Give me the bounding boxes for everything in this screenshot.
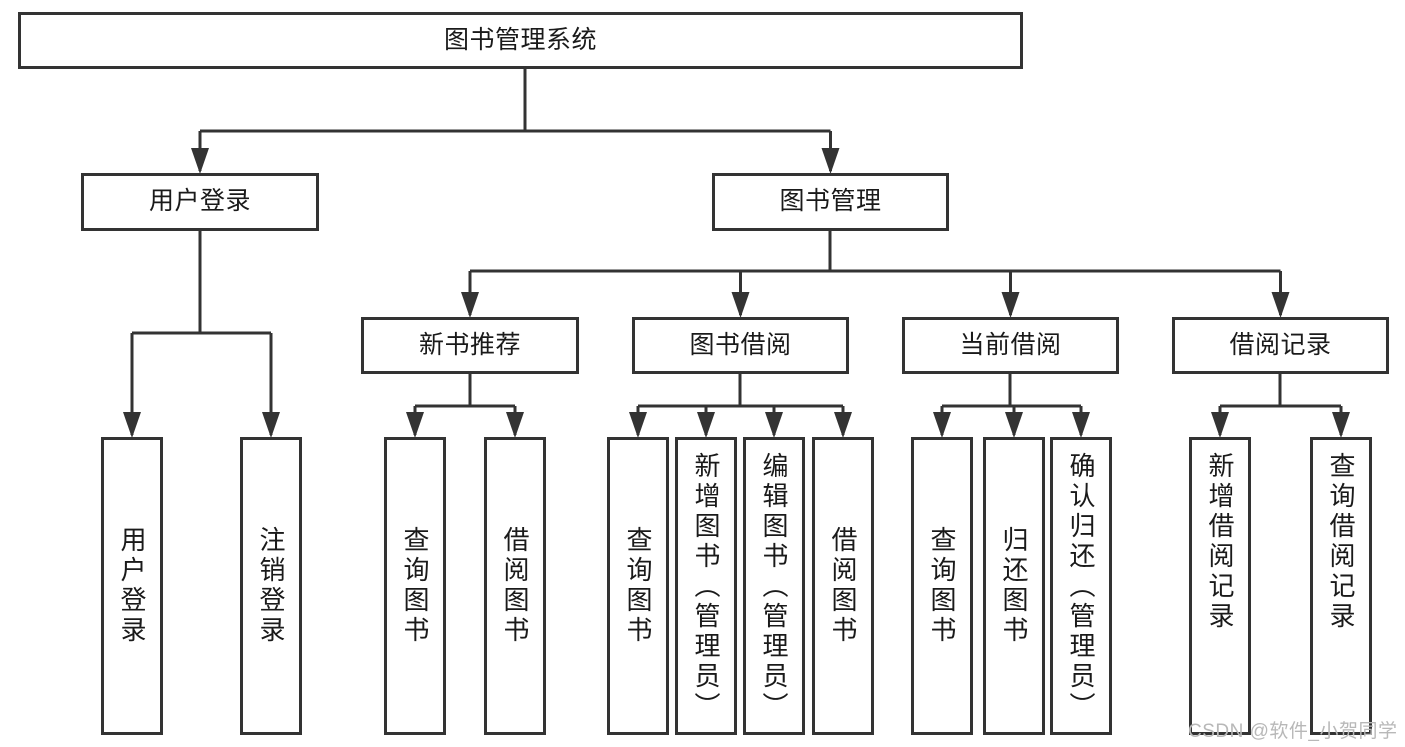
node-new-book-rec[interactable]: 新书推荐: [361, 317, 579, 374]
node-label: 借阅图书: [500, 526, 530, 646]
arrow-head-icon: [697, 412, 715, 438]
arrow-head-icon: [1005, 412, 1023, 438]
node-leaf-confirm-return[interactable]: 确认归还（管理员）: [1050, 437, 1112, 735]
arrow-head-icon: [1271, 292, 1290, 318]
arrow-head-icon: [262, 412, 280, 438]
node-leaf-query-book-3[interactable]: 查询图书: [911, 437, 973, 735]
node-leaf-borrow-book-2[interactable]: 借阅图书: [812, 437, 874, 735]
node-label: 归还图书: [999, 526, 1029, 646]
arrow-head-icon: [1332, 412, 1350, 438]
node-borrow-record[interactable]: 借阅记录: [1172, 317, 1389, 374]
node-root[interactable]: 图书管理系统: [18, 12, 1023, 69]
arrow-head-icon: [406, 412, 424, 438]
node-label: 用户登录: [148, 187, 251, 216]
node-label: 借阅图书: [828, 526, 858, 646]
arrow-head-icon: [1072, 412, 1090, 438]
node-label: 编辑图书（管理员）: [759, 452, 789, 722]
node-current-borrow[interactable]: 当前借阅: [902, 317, 1119, 374]
node-leaf-query-book-2[interactable]: 查询图书: [607, 437, 669, 735]
arrow-head-icon: [1001, 292, 1020, 318]
arrow-head-icon: [834, 412, 852, 438]
node-leaf-borrow-book-1[interactable]: 借阅图书: [484, 437, 546, 735]
node-book-borrow[interactable]: 图书借阅: [632, 317, 849, 374]
arrow-head-icon: [821, 148, 840, 174]
node-label: 查询图书: [623, 526, 653, 646]
arrow-head-icon: [461, 292, 479, 318]
node-leaf-query-book-1[interactable]: 查询图书: [384, 437, 446, 735]
node-label: 新增借阅记录: [1205, 452, 1235, 632]
node-label: 注销登录: [256, 526, 286, 646]
node-label: 查询借阅记录: [1326, 452, 1356, 632]
node-label: 确认归还（管理员）: [1066, 452, 1096, 722]
node-leaf-edit-book[interactable]: 编辑图书（管理员）: [743, 437, 805, 735]
node-leaf-query-record[interactable]: 查询借阅记录: [1310, 437, 1372, 735]
arrow-head-icon: [191, 148, 209, 174]
node-label: 图书借阅: [689, 330, 792, 359]
node-user-login[interactable]: 用户登录: [81, 173, 319, 231]
watermark-text: CSDN @软件_小贺同学: [1188, 721, 1398, 742]
node-label: 当前借阅: [959, 330, 1062, 359]
node-label: 用户登录: [117, 526, 147, 646]
node-label: 图书管理: [779, 187, 882, 216]
arrow-head-icon: [123, 412, 141, 438]
arrow-head-icon: [1211, 412, 1229, 438]
arrow-head-icon: [506, 412, 524, 438]
node-label: 借阅记录: [1229, 330, 1332, 359]
arrow-head-icon: [731, 292, 750, 318]
node-leaf-add-record[interactable]: 新增借阅记录: [1189, 437, 1251, 735]
node-leaf-add-book[interactable]: 新增图书（管理员）: [675, 437, 737, 735]
arrow-head-icon: [765, 412, 783, 438]
node-label: 新书推荐: [418, 330, 521, 359]
node-leaf-user-login[interactable]: 用户登录: [101, 437, 163, 735]
node-label: 查询图书: [400, 526, 430, 646]
node-label: 查询图书: [927, 526, 957, 646]
arrow-head-icon: [933, 412, 951, 438]
node-leaf-user-logout[interactable]: 注销登录: [240, 437, 302, 735]
node-book-manage[interactable]: 图书管理: [712, 173, 949, 231]
node-label: 新增图书（管理员）: [691, 452, 721, 722]
arrow-head-icon: [629, 412, 647, 438]
node-label: 图书管理系统: [443, 25, 597, 54]
node-leaf-return-book[interactable]: 归还图书: [983, 437, 1045, 735]
